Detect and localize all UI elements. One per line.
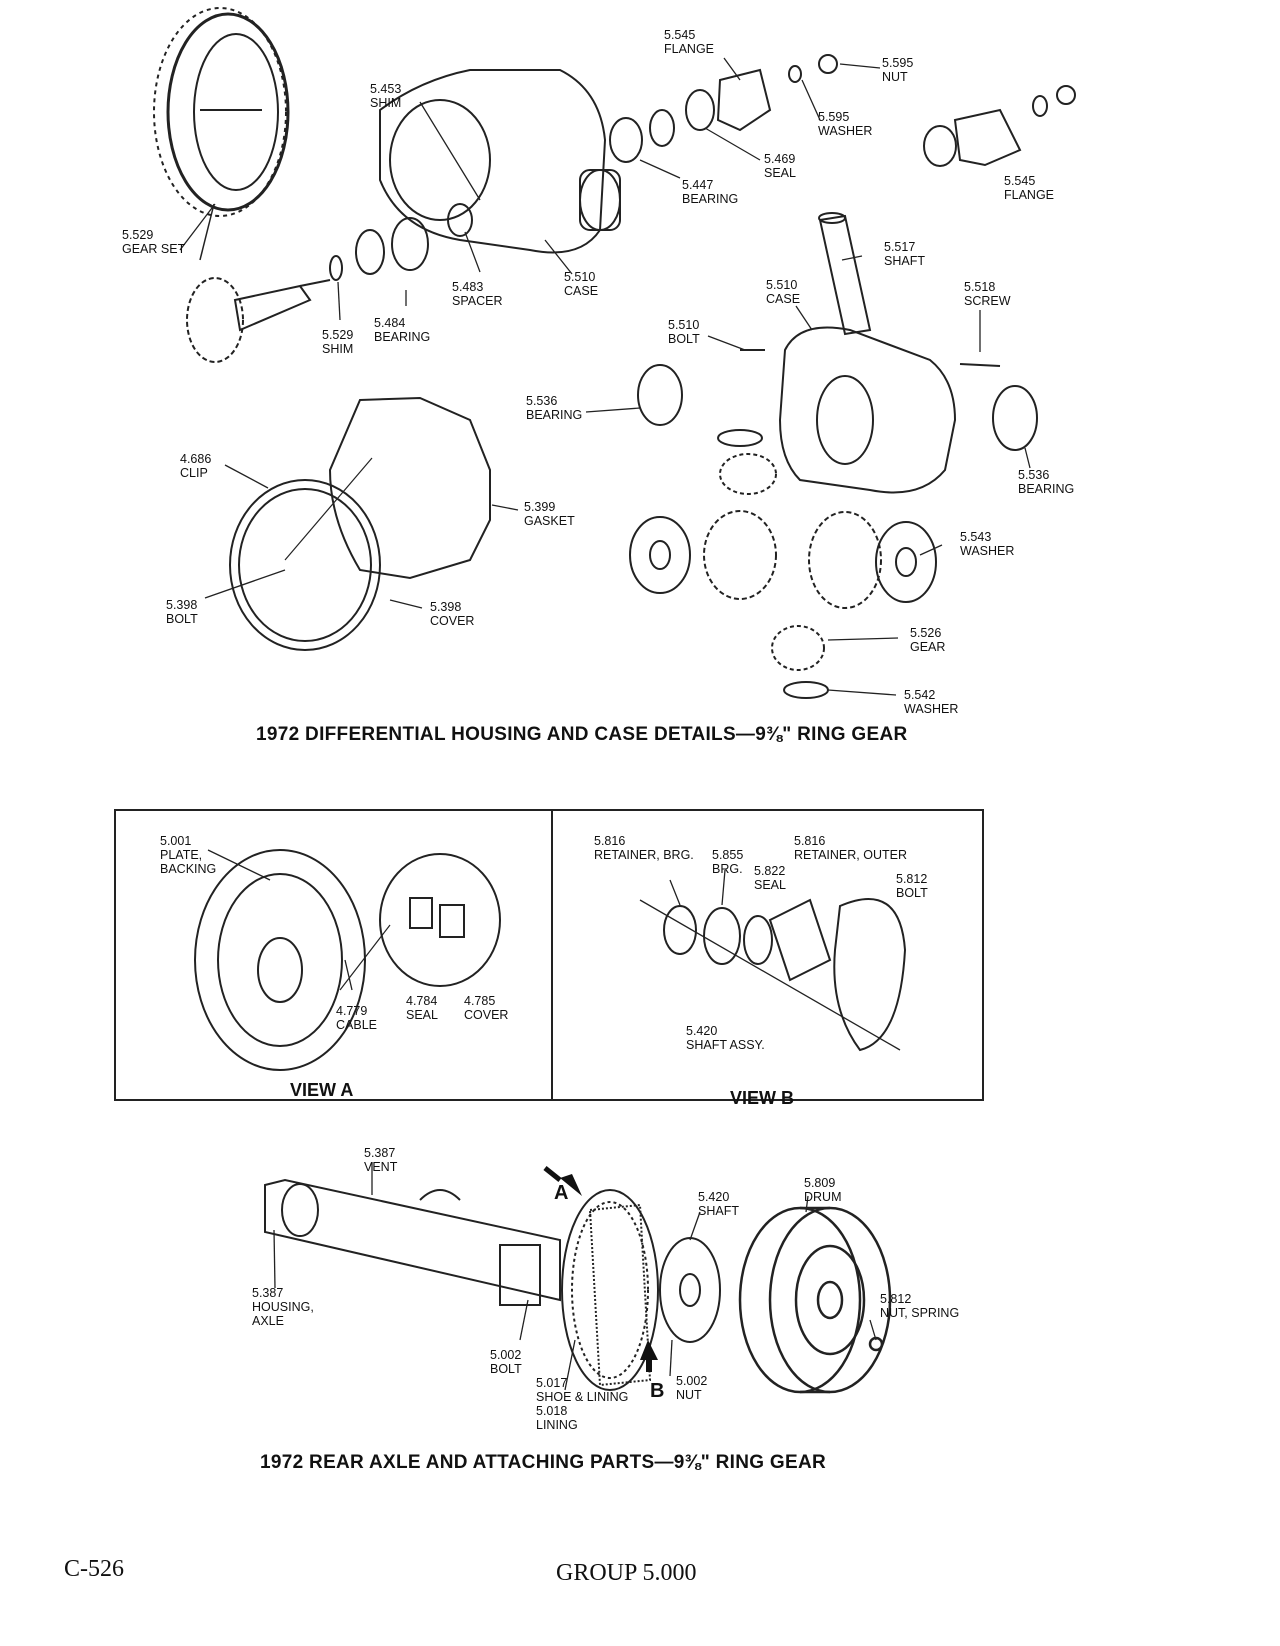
callout-a: A	[554, 1182, 569, 1204]
group-title: GROUP 5.000	[556, 1560, 697, 1586]
pinion-parts-drawing	[329, 54, 1076, 281]
backing-plate-drawing	[561, 1189, 659, 1391]
view-boxes	[114, 809, 984, 1101]
ring-gear-drawing	[153, 7, 290, 217]
gasket-cover-drawing	[229, 396, 491, 651]
figure1-caption: 1972 DIFFERENTIAL HOUSING AND CASE DETAI…	[256, 724, 908, 745]
differential-case-drawing	[637, 326, 1038, 494]
figure2-caption: 1972 REAR AXLE AND ATTACHING PARTS—9⅜" R…	[260, 1452, 827, 1473]
view-a-title: VIEW A	[290, 1080, 354, 1100]
callout-arrows	[543, 1166, 658, 1372]
view-b-drawing	[639, 869, 907, 1052]
leader-lines-fig1	[179, 57, 1031, 696]
leader-lines-fig2	[273, 1162, 877, 1391]
view-a-drawing	[194, 849, 501, 1071]
axle-housing-drawing	[264, 1178, 561, 1306]
callout-b: B	[650, 1380, 665, 1402]
pinion-shaft-drawing	[818, 212, 872, 336]
carrier-housing-drawing	[379, 69, 621, 254]
side-gears-drawing	[629, 429, 937, 699]
view-b-title: VIEW B	[730, 1088, 795, 1108]
brake-drum-drawing	[738, 1206, 892, 1394]
axle-shaft-drawing	[659, 1237, 721, 1343]
page-number: C-526	[64, 1556, 124, 1582]
pinion-gear-drawing	[186, 277, 331, 363]
